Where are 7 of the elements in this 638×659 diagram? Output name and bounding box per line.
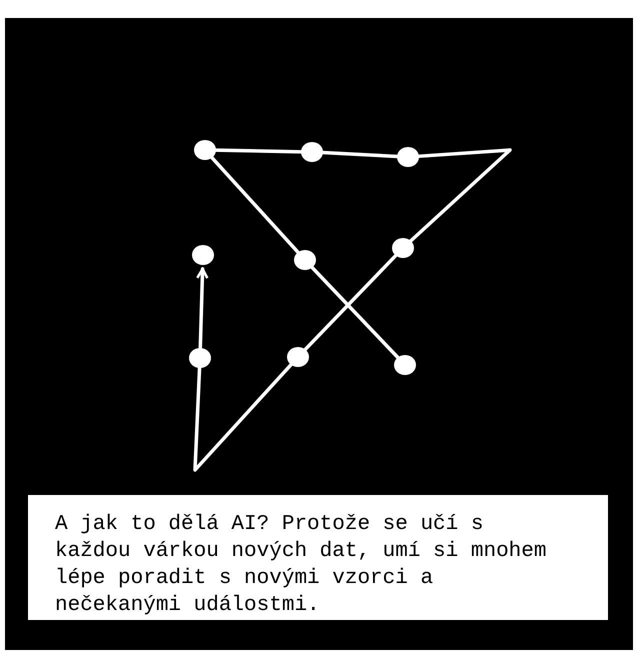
line [303, 253, 398, 352]
line [193, 362, 294, 472]
line [310, 266, 400, 360]
caption: A jak to dělá AI? Protože se učí s každou várkou nových dat, umí si mnohem lépe poradit s novými vzorci a nečekanými událostmi. [55, 512, 548, 619]
arrow [196, 267, 209, 350]
line [408, 148, 512, 243]
line [210, 156, 300, 254]
